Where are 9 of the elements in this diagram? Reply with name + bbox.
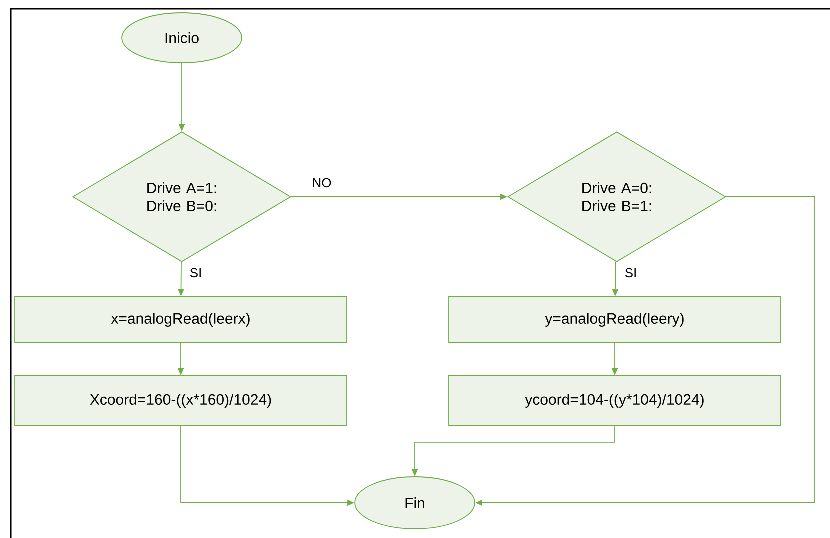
edge-label: SI	[624, 267, 638, 279]
process-box: ycoord=104-((y*104)/1024)	[448, 376, 782, 426]
process-box: x=analogRead(leerx)	[14, 296, 348, 344]
process-box: Xcoord=160-((x*160)/1024)	[14, 376, 348, 426]
terminal-oval: Fin	[354, 476, 476, 530]
terminal-oval: Inicio	[122, 12, 242, 64]
edge-label: NO	[311, 177, 333, 189]
process-box: y=analogRead(leery)	[448, 296, 782, 344]
edge-label: SI	[188, 267, 204, 279]
